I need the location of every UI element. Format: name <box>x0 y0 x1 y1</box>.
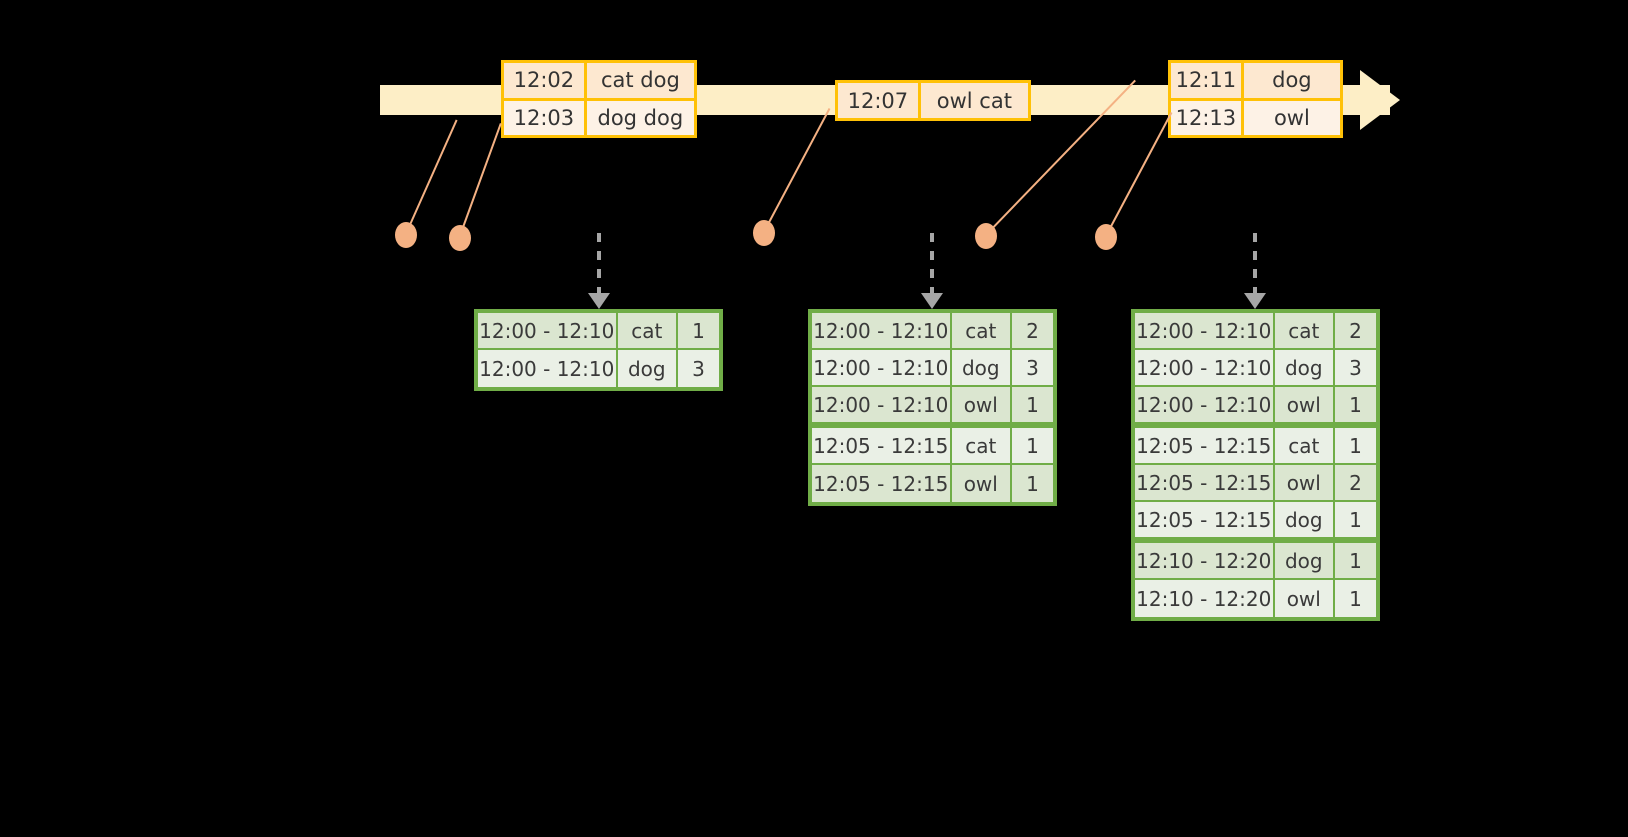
cell-window: 12:05 - 12:15 <box>812 465 952 502</box>
cell-count: 1 <box>1335 580 1376 617</box>
cell-count: 2 <box>1012 313 1053 350</box>
cell-window: 12:00 - 12:10 <box>812 313 952 350</box>
flow-arrow-1-shaft <box>597 233 601 295</box>
cell-count: 3 <box>678 350 719 387</box>
flow-arrow-3-head <box>1244 293 1266 309</box>
cell-count: 3 <box>1335 350 1376 387</box>
cell-count: 2 <box>1335 313 1376 350</box>
timeline-event-group-1[interactable]: 12:02 cat dog 12:03 dog dog <box>501 60 697 138</box>
flow-arrow-2-head <box>921 293 943 309</box>
leader-line-2 <box>458 123 503 237</box>
cell-window: 12:05 - 12:15 <box>1135 502 1275 539</box>
cell-key: dog <box>617 350 679 387</box>
event-value: dog <box>1243 63 1340 98</box>
cell-key: cat <box>951 313 1013 350</box>
event-dot[interactable] <box>449 225 471 251</box>
timeline-event-row: 12:13 owl <box>1171 97 1340 135</box>
cell-window: 12:00 - 12:10 <box>1135 387 1275 424</box>
cell-window: 12:00 - 12:10 <box>1135 350 1275 387</box>
event-dot[interactable] <box>975 223 997 249</box>
timeline-event-row: 12:02 cat dog <box>504 63 694 98</box>
cell-window: 12:00 - 12:10 <box>812 387 952 424</box>
cell-key: cat <box>1274 428 1336 465</box>
cell-key: dog <box>1274 543 1336 580</box>
cell-key: owl <box>951 387 1013 424</box>
cell-key: dog <box>951 350 1013 387</box>
event-time: 12:13 <box>1171 100 1244 135</box>
cell-key: dog <box>1274 350 1336 387</box>
cell-key: cat <box>951 428 1013 465</box>
leader-line-3 <box>762 108 831 233</box>
event-time: 12:03 <box>504 100 587 135</box>
event-time: 12:11 <box>1171 63 1244 98</box>
flow-arrow-1-head <box>588 293 610 309</box>
event-dot[interactable] <box>753 220 775 246</box>
leader-line-5 <box>1104 112 1173 237</box>
timeline-arrowhead <box>1360 70 1400 130</box>
event-dot[interactable] <box>395 222 417 248</box>
cell-count: 1 <box>678 313 719 350</box>
cell-key: owl <box>1274 580 1336 617</box>
flow-arrow-2-shaft <box>930 233 934 295</box>
cell-key: owl <box>1274 387 1336 424</box>
cell-window: 12:05 - 12:15 <box>812 428 952 465</box>
event-value: dog dog <box>586 100 694 135</box>
cell-count: 1 <box>1335 387 1376 424</box>
cell-window: 12:05 - 12:15 <box>1135 465 1275 502</box>
flow-arrow-3-shaft <box>1253 233 1257 295</box>
cell-key: owl <box>951 465 1013 502</box>
cell-count: 1 <box>1012 428 1053 465</box>
cell-window: 12:10 - 12:20 <box>1135 543 1275 580</box>
cell-window: 12:00 - 12:10 <box>1135 313 1275 350</box>
cell-window: 12:10 - 12:20 <box>1135 580 1275 617</box>
timeline-event-row: 12:03 dog dog <box>504 97 694 135</box>
cell-window: 12:05 - 12:15 <box>1135 428 1275 465</box>
cell-count: 1 <box>1335 428 1376 465</box>
cell-window: 12:00 - 12:10 <box>478 350 618 387</box>
timeline-event-group-3[interactable]: 12:11 dog 12:13 owl <box>1168 60 1343 138</box>
event-value: owl cat <box>920 83 1028 118</box>
cell-count: 3 <box>1012 350 1053 387</box>
timeline-event-row: 12:11 dog <box>1171 63 1340 98</box>
event-dot[interactable] <box>1095 224 1117 250</box>
timeline-event-group-2[interactable]: 12:07 owl cat <box>835 80 1031 121</box>
cell-key: cat <box>617 313 679 350</box>
cell-key: dog <box>1274 502 1336 539</box>
event-value: cat dog <box>586 63 694 98</box>
cell-count: 1 <box>1012 465 1053 502</box>
cell-window: 12:00 - 12:10 <box>812 350 952 387</box>
cell-count: 2 <box>1335 465 1376 502</box>
cell-count: 1 <box>1012 387 1053 424</box>
cell-count: 1 <box>1335 543 1376 580</box>
event-value: owl <box>1243 100 1340 135</box>
cell-key: owl <box>1274 465 1336 502</box>
timeline-event-row: 12:07 owl cat <box>838 83 1028 118</box>
event-time: 12:02 <box>504 63 587 98</box>
cell-key: cat <box>1274 313 1336 350</box>
cell-count: 1 <box>1335 502 1376 539</box>
leader-line-1 <box>404 119 458 235</box>
event-time: 12:07 <box>838 83 921 118</box>
cell-window: 12:00 - 12:10 <box>478 313 618 350</box>
